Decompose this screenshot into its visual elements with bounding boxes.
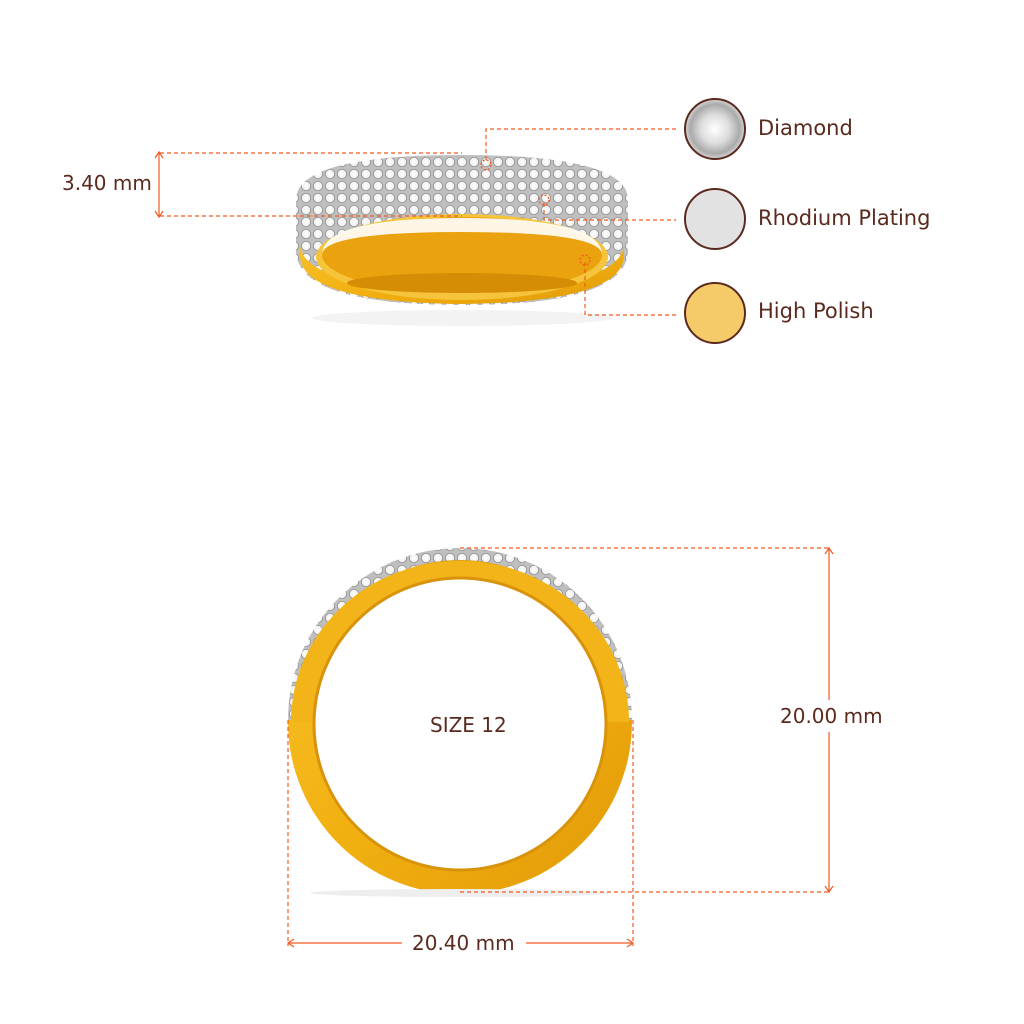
legend-label-diamond: Diamond [758, 116, 853, 140]
ring-width-dimension [286, 720, 635, 948]
ring-height-label: 20.00 mm [780, 704, 883, 728]
ring-width-label: 20.40 mm [412, 931, 515, 955]
legend-label-rhodium: Rhodium Plating [758, 206, 931, 230]
size-label: SIZE 12 [430, 713, 507, 737]
rhodium-swatch-icon [684, 188, 746, 250]
legend-label-high-polish: High Polish [758, 299, 874, 323]
diamond-marker [480, 159, 492, 171]
polish-marker [579, 254, 591, 266]
ring-height-dimension [460, 546, 834, 894]
ring-side-view [288, 548, 632, 897]
ring-top-view [296, 155, 628, 326]
diamond-swatch-icon [684, 98, 746, 160]
band-width-dimension [154, 150, 462, 219]
band-width-label: 3.40 mm [62, 171, 152, 195]
high-polish-swatch-icon [684, 282, 746, 344]
legend-leaders [485, 128, 676, 316]
rhodium-marker [538, 194, 550, 206]
